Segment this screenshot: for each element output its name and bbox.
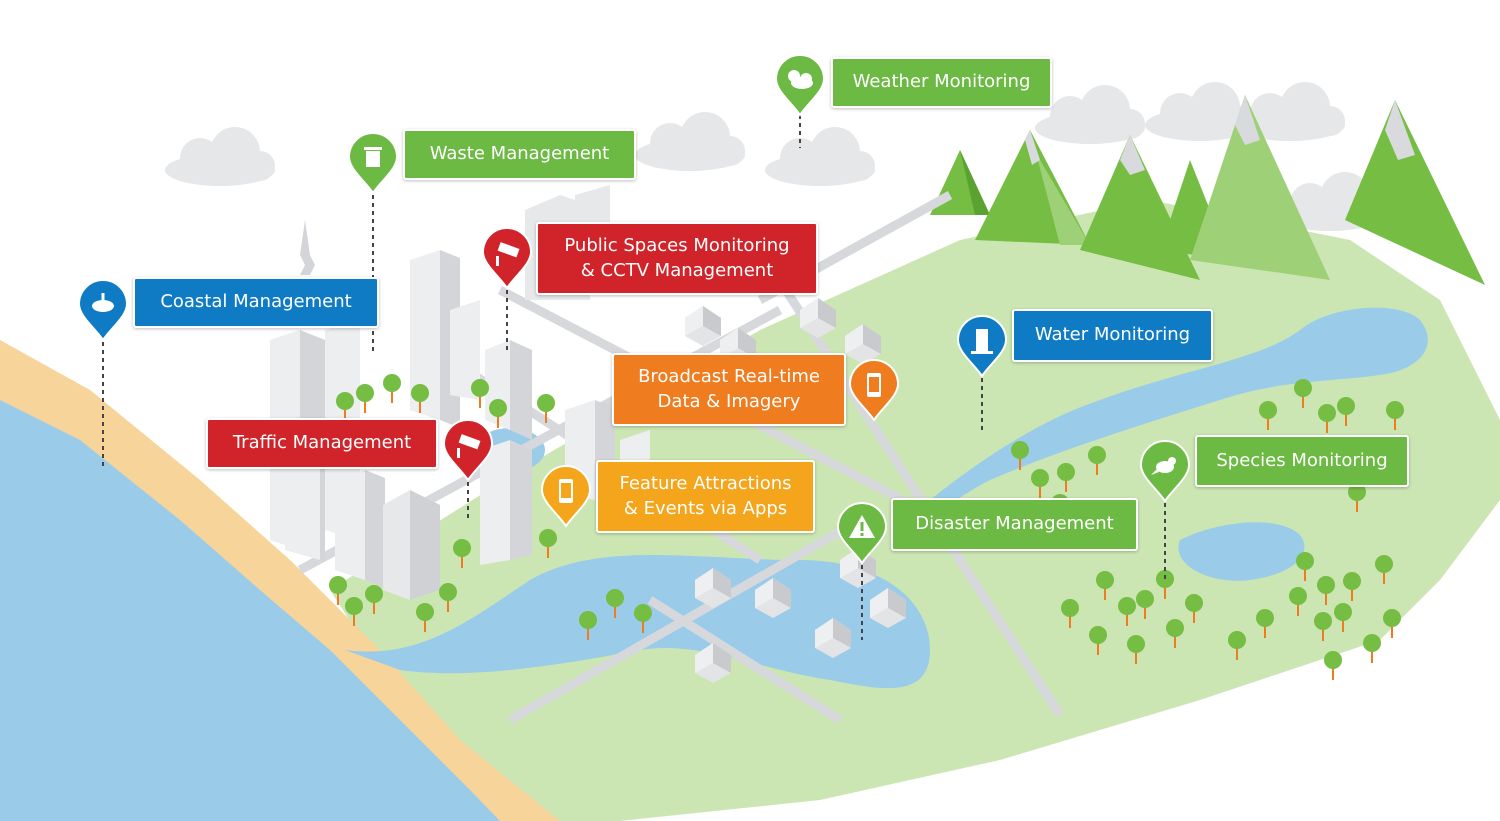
weather-label[interactable]: Weather Monitoring [831, 57, 1052, 108]
feature-label-line2: & Events via Apps [623, 497, 788, 519]
species-label[interactable]: Species Monitoring [1195, 435, 1409, 487]
public-spaces-label[interactable]: Public Spaces Monitoring & CCTV Manageme… [536, 222, 818, 295]
public-spaces-label-line1: Public Spaces Monitoring [564, 235, 790, 257]
cctv-camera-icon [457, 434, 481, 458]
sea [0, 400, 500, 821]
public-spaces-label-line2: & CCTV Management [580, 259, 774, 281]
broadcast-label[interactable]: Broadcast Real-time Data & Imagery [612, 353, 846, 426]
buoy-icon [92, 293, 114, 312]
water-label[interactable]: Water Monitoring [1012, 309, 1213, 362]
broadcast-label-line2: Data & Imagery [657, 390, 801, 412]
coastal-pin[interactable] [77, 279, 129, 342]
smartphone-icon [559, 479, 573, 503]
mountains [930, 95, 1485, 285]
waste-pin[interactable] [347, 132, 399, 195]
public-spaces-pin[interactable] [481, 227, 533, 290]
traffic-pin[interactable] [442, 419, 494, 482]
broadcast-label-line1: Broadcast Real-time [638, 366, 820, 388]
cctv-camera-icon [496, 242, 520, 266]
trash-icon [364, 147, 382, 167]
disaster-label[interactable]: Disaster Management [891, 498, 1138, 551]
water-pin[interactable] [956, 315, 1008, 378]
waste-label[interactable]: Waste Management [403, 129, 636, 180]
pin-lines [102, 115, 1166, 640]
disaster-pin[interactable] [836, 502, 888, 565]
water-level-icon [971, 329, 993, 354]
weather-icon [788, 70, 813, 89]
feature-label[interactable]: Feature Attractions & Events via Apps [596, 460, 815, 533]
warning-icon [849, 515, 875, 538]
feature-label-line1: Feature Attractions [619, 473, 792, 495]
species-pin[interactable] [1139, 440, 1191, 503]
feature-pin[interactable] [540, 465, 592, 528]
bird-icon [1151, 457, 1176, 475]
smartphone-icon [867, 373, 881, 397]
traffic-label[interactable]: Traffic Management [206, 418, 438, 469]
weather-pin[interactable] [774, 54, 826, 117]
coastal-label[interactable]: Coastal Management [133, 277, 379, 328]
broadcast-pin[interactable] [848, 359, 900, 422]
